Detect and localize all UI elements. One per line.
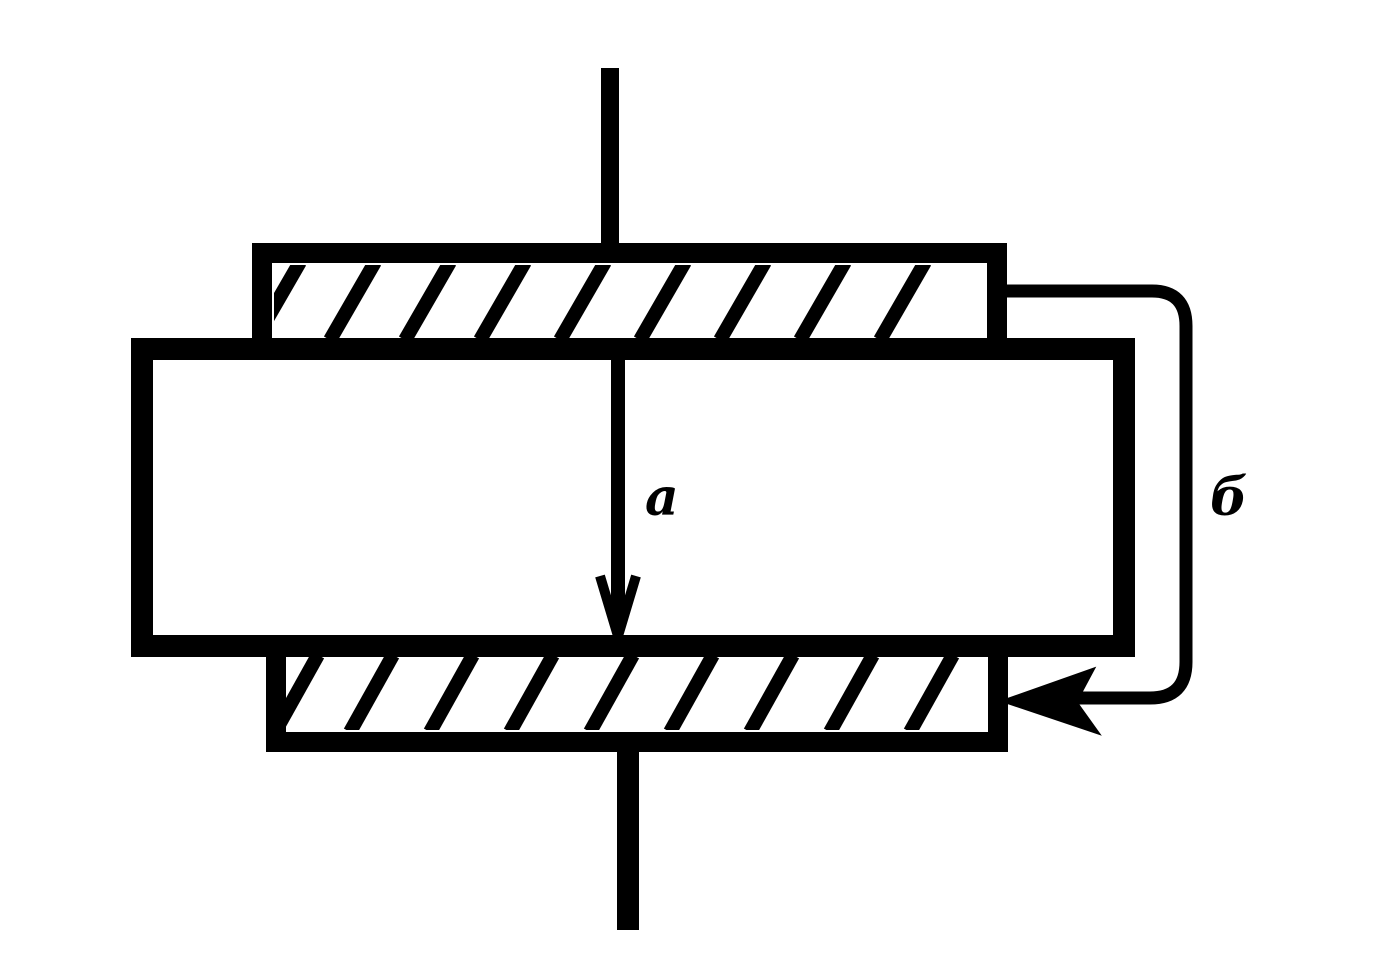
- bottom-electrode-hatching: [286, 655, 960, 730]
- arrow-b-path: [1006, 284, 1193, 705]
- label-b: б: [1210, 467, 1248, 528]
- arrow-a-head: [595, 574, 641, 654]
- top-electrode-hatching: [274, 265, 932, 340]
- arrow-b-head: [998, 666, 1102, 736]
- label-a: a: [645, 467, 679, 528]
